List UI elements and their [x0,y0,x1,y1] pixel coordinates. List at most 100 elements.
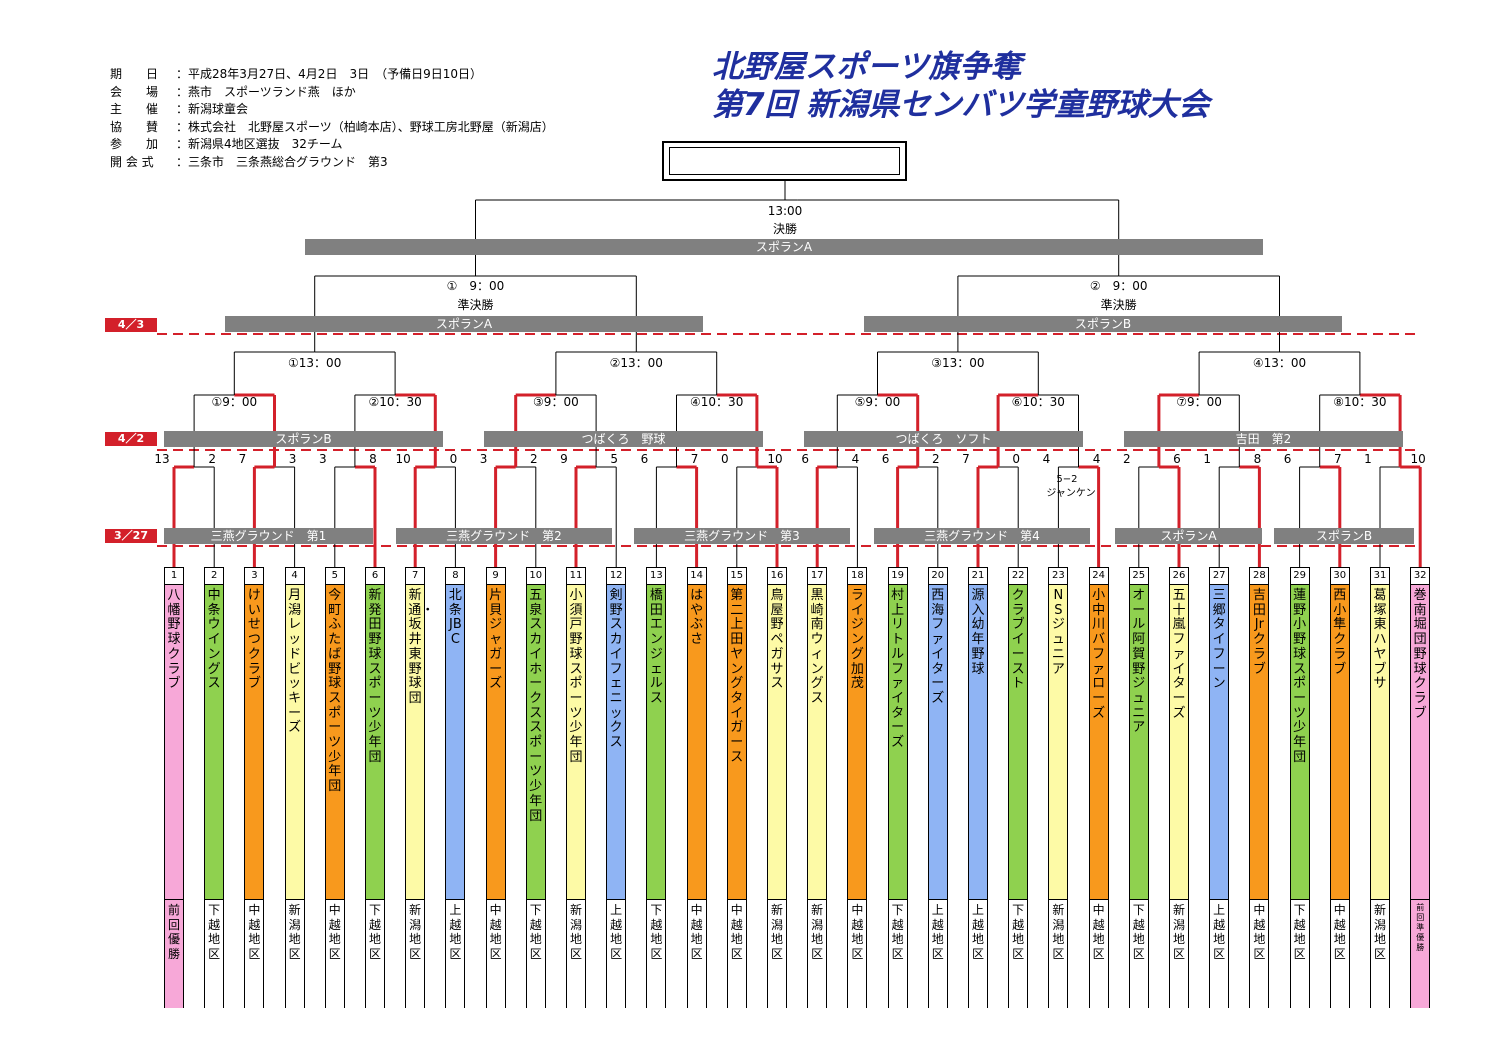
team-name: 第二上田ヤングタイガース [730,588,744,765]
team-number: 10 [526,568,545,585]
team-number: 19 [888,568,907,585]
team-name: 橋田エンジェルス [649,588,663,706]
team-name: 源入幼年野球 [971,588,985,677]
round2-venue-bar: 吉田 第2 [1124,431,1403,447]
team-score: 8 [1253,452,1262,466]
semifinal-venue-bar: スポランB [864,316,1342,332]
team-name: けいせつクラブ [247,588,261,692]
team-number: 1 [165,568,183,585]
info-key: 協 賛 [110,119,159,134]
team-region: 新潟地区 [1170,899,1188,1008]
round2-time: ⑥10：30 [1011,395,1065,409]
team-score: 6 [1283,452,1292,466]
info-row: 開 会 式：三条市 三条燕総合グラウンド 第3 [110,154,554,172]
team-score: 7 [238,452,247,466]
round2-time: ⑤9：00 [854,395,901,409]
team-region: 中越地区 [325,899,344,1008]
team-score: 1 [1203,452,1211,466]
info-key: 期 日 [110,67,159,81]
info-row: 期 日 ：平成28年3月27日、4月2日 3日 （予備日9日10日） [110,66,554,84]
info-row: 協 賛 ：株式会社 北野屋スポーツ（柏崎本店）、野球工房北野屋（新潟店） [110,119,554,137]
team-name: 西海ファイターズ [931,588,945,706]
round2-time: ④10：30 [690,395,744,409]
quarterfinal-time: ②13：00 [609,356,663,370]
team-region: 上越地区 [607,899,626,1008]
team-score: 6 [881,452,890,466]
team-number: 30 [1330,568,1349,585]
team-score: 5 [610,452,618,466]
team-region: 中越地区 [245,899,264,1008]
team-region: 中越地区 [848,899,867,1008]
team-region: 上越地区 [1210,899,1229,1008]
round2-time: ⑧10：30 [1333,395,1387,409]
round2-time: ②10：30 [368,395,422,409]
title-line-2: 第7回 新潟県センバツ学童野球大会 [712,87,1210,123]
round1-venue-bar: 三燕グラウンド 第1 [164,528,373,544]
quarterfinal-time: ④13：00 [1252,356,1307,370]
janken-note: ジャンケン [1046,488,1096,499]
round2-venue-bar: つばくろ ソフト [804,431,1083,447]
team-score: 4 [851,452,860,466]
team-score: 0 [720,452,729,466]
team-name: 剣野スカイフェニックス [609,588,623,751]
team-name: 西小隼クラブ [1333,588,1347,677]
team-number: 16 [768,568,786,585]
team-score: 4 [1092,452,1101,466]
team-score: 6 [640,452,649,466]
round1-venue-bar: 三燕グラウンド 第4 [874,528,1090,544]
team-number: 11 [567,568,585,585]
date-tag-4-2: 4／2 [105,432,157,446]
team-1: 1 八幡野球クラブ前回優勝 [164,567,184,1008]
team-name: クラブイースト [1011,588,1025,692]
team-score: 3 [318,452,327,466]
team-number: 26 [1170,568,1188,585]
quarterfinal-time: ①13：00 [288,356,342,370]
round2-venue-bar: つばくろ 野球 [484,431,763,447]
team-number: 24 [1089,568,1108,585]
round1-venue-bar: スポランB [1274,528,1414,544]
info-row: 会 場：燕市 スポーツランド燕 ほか [110,84,554,102]
info-value: ：株式会社 北野屋スポーツ（柏崎本店）、野球工房北野屋（新潟店） [176,119,554,134]
team-score: 7 [1333,452,1342,466]
team-region: 上越地区 [446,899,465,1008]
team-region: 新潟地区 [1371,899,1389,1008]
team-region: 前回準優勝 [1411,899,1430,1008]
semifinal-label: 準決勝 [1100,298,1137,312]
team-region: 下越地区 [1009,899,1028,1008]
team-name: 北条JBC [448,588,462,648]
team-region: 前回優勝 [165,899,183,1008]
team-name: 村上リトルファイターズ [891,588,905,751]
team-number: 4 [285,568,304,585]
team-name: 黒崎南ウィングス [810,588,824,706]
team-name: 今町ふたば野球スポーツ少年団 [328,588,342,795]
team-name: はやぶさ [690,588,704,648]
team-name: 蓮野小野球スポーツ少年団 [1293,588,1307,765]
team-region: 上越地区 [969,899,987,1008]
info-value: ：平成28年3月27日、4月2日 3日 （予備日9日10日） [176,67,482,81]
date-tag-4-3: 4／3 [105,318,157,332]
team-score: 2 [931,452,940,466]
team-name: 新通・坂井東野球団 [408,588,435,706]
final-venue-bar: スポランA [305,239,1263,255]
team-score: 1 [1364,452,1372,466]
team-name: 八幡野球クラブ [167,588,181,692]
team-region: 中越地区 [1089,899,1108,1008]
team-region: 下越地区 [888,899,907,1008]
final-label: 決勝 [772,222,797,236]
team-score: 8 [369,452,377,466]
